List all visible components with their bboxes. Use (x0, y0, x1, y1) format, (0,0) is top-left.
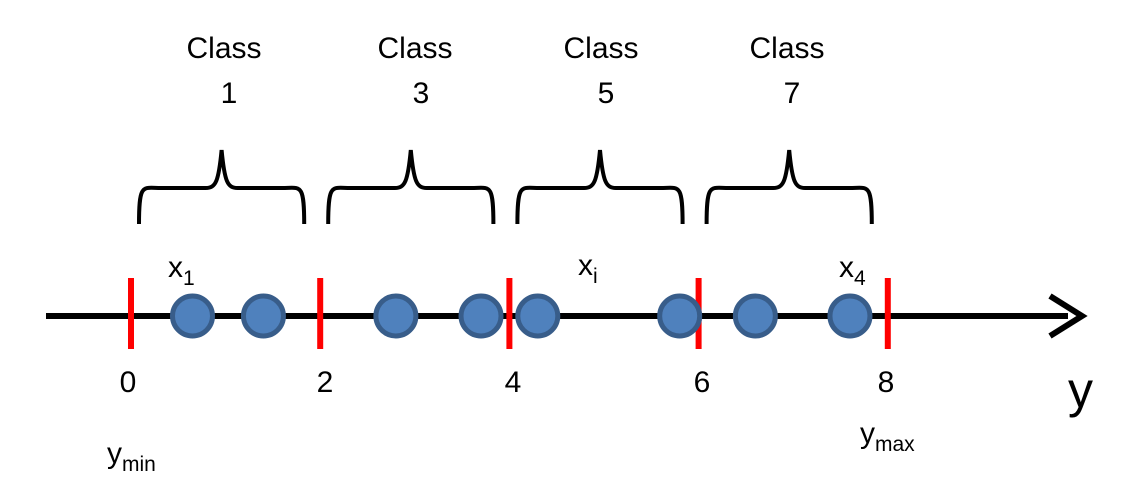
data-point (373, 293, 419, 339)
y-max-sub: max (875, 433, 915, 456)
class-brace (137, 149, 307, 225)
tick-label: 6 (694, 366, 711, 399)
class-label-7: Class 7 (749, 32, 824, 110)
point-label-xi-sub: i (593, 265, 598, 288)
point-label-x4: x4 (839, 251, 866, 290)
class-number: 1 (221, 77, 238, 110)
y-max-label: ymax (860, 417, 915, 456)
y-min-label: ymin (107, 437, 156, 476)
class-word: Class (563, 32, 638, 65)
data-points (169, 293, 873, 339)
class-word: Class (749, 32, 824, 65)
y-min-base: y (107, 437, 122, 470)
y-max-base: y (860, 417, 875, 450)
y-axis-arrowhead (1048, 293, 1088, 339)
data-point (240, 293, 286, 339)
class-label-1: Class 1 (186, 32, 261, 110)
class-word: Class (377, 32, 452, 65)
data-point (657, 293, 703, 339)
class-word: Class (186, 32, 261, 65)
class-brace (515, 149, 685, 225)
y-min-sub: min (122, 453, 156, 476)
point-label-x4-sub: 4 (854, 267, 866, 290)
point-label-x4-base: x (839, 251, 854, 284)
data-point (458, 293, 504, 339)
class-number: 5 (598, 77, 615, 110)
data-point (169, 293, 215, 339)
data-point (827, 293, 873, 339)
data-point (515, 293, 561, 339)
class-number: 3 (413, 77, 430, 110)
class-label-5: Class 5 (563, 32, 638, 110)
point-label-x1-sub: 1 (183, 267, 195, 290)
point-label-xi-base: x (578, 249, 593, 282)
tick-label: 2 (317, 366, 334, 399)
class-braces (137, 149, 874, 225)
class-label-3: Class 3 (377, 32, 452, 110)
class-number: 7 (784, 77, 801, 110)
class-brace (326, 149, 496, 225)
class-brace (704, 149, 874, 225)
point-label-xi: xi (578, 249, 598, 288)
data-point (732, 293, 778, 339)
axis-label: y (1068, 362, 1093, 418)
point-label-x1-base: x (168, 251, 183, 284)
tick-label: 4 (505, 366, 522, 399)
tick-label: 8 (878, 366, 895, 399)
tick-label: 0 (120, 366, 137, 399)
point-label-x1: x1 (168, 251, 195, 290)
